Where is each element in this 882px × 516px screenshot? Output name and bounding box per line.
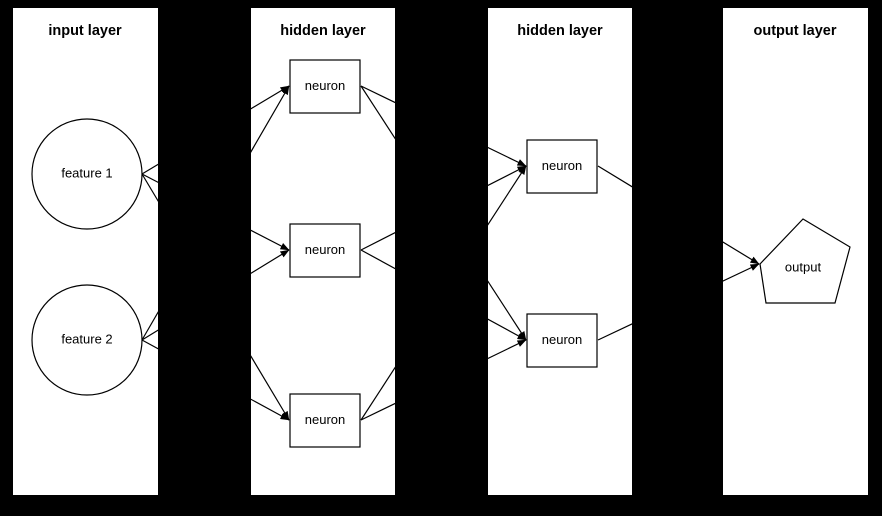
node-label-hidden2-neuron-2: neuron [542,332,582,347]
node-shape-hidden1-neuron-1[interactable] [289,59,361,114]
layer-panels [13,8,868,495]
node-label-feature-1: feature 1 [61,165,112,180]
node-shape-hidden1-neuron-2[interactable] [289,223,361,278]
node-label-hidden1-neuron-3: neuron [305,412,345,427]
layer-title-hidden-1: hidden layer [280,23,366,39]
layer-titles: input layer hidden layer hidden layer outpu… [48,23,837,39]
edge-hidden1-neuron-1-to-hidden2-neuron-2 [360,85,527,341]
edge-hidden2-neuron-2-to-output-node [597,263,760,341]
layer-title-input: input layer [48,23,122,39]
edge-hidden2-neuron-1-to-output-node [597,165,760,265]
node-label-output-node: output [785,259,822,274]
node-shape-hidden2-neuron-1[interactable] [526,139,598,194]
layer-panel-input [13,8,158,495]
node-label-feature-2: feature 2 [61,331,112,346]
node-shape-hidden2-neuron-2[interactable] [526,313,598,368]
layer-panel-hidden-2 [488,8,632,495]
node-label-hidden2-neuron-1: neuron [542,158,582,173]
layer-title-output: output layer [754,23,837,39]
node-shape-feature-1[interactable] [31,118,143,230]
edge-hidden1-neuron-3-to-hidden2-neuron-1 [360,165,527,421]
connection-edges [141,85,760,421]
node-shape-hidden1-neuron-3[interactable] [289,393,361,448]
node-shape-output-node[interactable] [759,218,851,304]
edge-hidden1-neuron-2-to-hidden2-neuron-1 [360,165,527,251]
edge-hidden1-neuron-2-to-hidden2-neuron-2 [360,249,527,341]
edge-feature-1-to-hidden1-neuron-1 [141,85,290,175]
edge-hidden1-neuron-3-to-hidden2-neuron-2 [360,339,527,421]
edge-hidden1-neuron-1-to-hidden2-neuron-1 [360,85,527,167]
edge-feature-2-to-hidden1-neuron-2 [141,249,290,341]
layer-nodes: feature 1 feature 2 neuron neuron neuron neur… [31,59,851,448]
edge-feature-2-to-hidden1-neuron-1 [141,85,290,341]
edge-feature-1-to-hidden1-neuron-3 [141,173,290,421]
node-label-hidden1-neuron-1: neuron [305,78,345,93]
node-label-hidden1-neuron-2: neuron [305,242,345,257]
layer-title-hidden-2: hidden layer [517,23,603,39]
edge-feature-2-to-hidden1-neuron-3 [141,339,290,421]
node-shape-feature-2[interactable] [31,284,143,396]
